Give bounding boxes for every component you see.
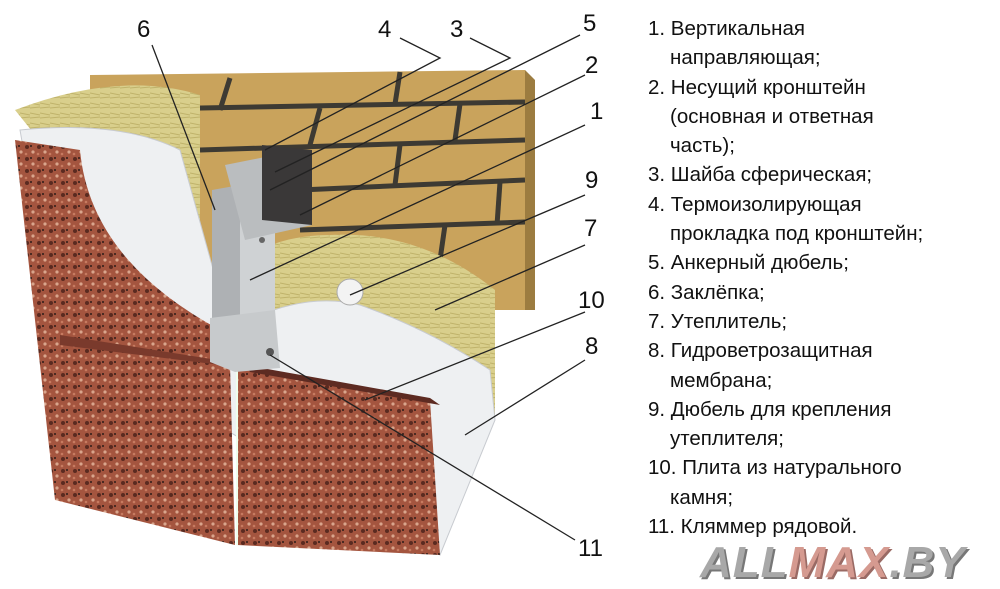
legend-item-5: 5. Анкерный дюбель; xyxy=(648,251,849,275)
callout-9: 9 xyxy=(585,167,599,194)
callout-3: 3 xyxy=(450,16,464,43)
callout-8: 8 xyxy=(585,333,599,360)
legend: 1. Вертикальная направляющая; 2. Несущий к… xyxy=(648,14,923,541)
granite-panels xyxy=(15,140,440,555)
logo-part-3: .BY xyxy=(889,538,966,587)
legend-item-11: 11. Кляммер рядовой. xyxy=(648,515,858,539)
leader-lines xyxy=(151,34,586,541)
callout-2: 2 xyxy=(585,52,599,79)
legend-item-1-cont: направляющая; xyxy=(670,46,821,70)
legend-item-2-cont: часть); xyxy=(670,134,735,158)
legend-item-4: 4. Термоизолирующая xyxy=(648,192,862,216)
legend-item-1: 1. Вертикальная xyxy=(648,17,805,40)
legend-item-7: 7. Утеплитель; xyxy=(648,309,788,333)
callout-6: 6 xyxy=(137,16,151,43)
legend-item-10: 10. Плита из натурального xyxy=(648,456,902,480)
legend-item-10-cont: камня; xyxy=(670,485,734,509)
legend-item-6: 6. Заклёпка; xyxy=(648,280,765,304)
callout-10: 10 xyxy=(578,287,605,314)
callout-4: 4 xyxy=(378,16,392,43)
insulation-dowel xyxy=(336,278,364,306)
legend-item-2-cont: (основная и ответная xyxy=(670,104,874,128)
metal-subframe xyxy=(210,145,312,372)
callout-7: 7 xyxy=(584,215,598,242)
legend-item-8: 8. Гидроветрозащитная xyxy=(648,339,873,363)
legend-item-9-cont: утеплителя; xyxy=(670,427,784,451)
legend-item-8-cont: мембрана; xyxy=(670,368,773,392)
legend-item-2: 2. Несущий кронштейн xyxy=(648,75,866,99)
logo-part-1: ALL xyxy=(700,538,789,587)
allmax-logo: ALLMAX.BY xyxy=(700,538,966,588)
callout-1: 1 xyxy=(590,98,604,125)
callout-5: 5 xyxy=(583,10,597,37)
logo-part-2: MAX xyxy=(788,538,890,587)
legend-item-9: 9. Дюбель для крепления xyxy=(648,397,892,421)
legend-item-4-cont: прокладка под кронштейн; xyxy=(670,222,924,246)
legend-item-3: 3. Шайба сферическая; xyxy=(648,163,873,187)
callout-11: 11 xyxy=(578,535,603,562)
